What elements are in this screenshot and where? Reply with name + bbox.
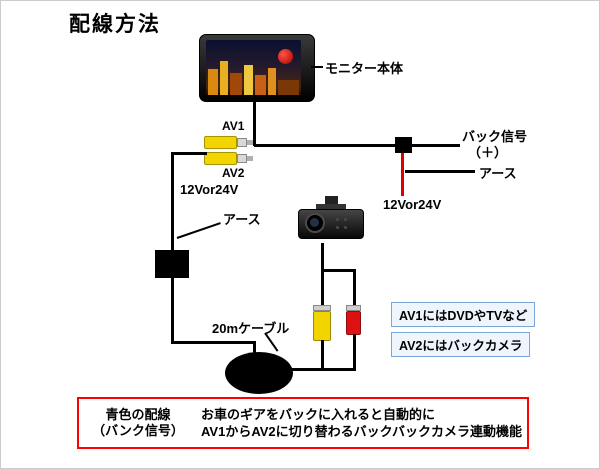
bottom-note-right: お車のギアをバックに入れると自動的に AV1からAV2に切り替わるバックバックカ… <box>197 406 527 440</box>
av2-label: AV2 <box>222 166 245 180</box>
bottom-note-left: 青色の配線 （バンク信号） <box>79 407 197 439</box>
left-ground-label: アース <box>223 212 261 227</box>
camera-bracket <box>325 196 338 205</box>
bottom-note-left-line1: 青色の配線 <box>105 407 171 422</box>
camera-video-connector <box>313 305 331 341</box>
monitor-screen <box>206 40 301 95</box>
av1-label: AV1 <box>222 119 245 133</box>
wire-to-yellow-plug <box>321 269 324 307</box>
wire-camera-split <box>321 269 356 272</box>
wire-red-plug-down <box>353 334 356 371</box>
screen-logo-icon <box>278 49 293 64</box>
junction-connector <box>395 137 412 153</box>
wire-av2-left <box>171 152 207 155</box>
wire-left-down-upper <box>171 152 174 250</box>
wire-left-down-lower <box>171 278 174 343</box>
wire-yellow-plug-down <box>321 340 324 371</box>
right-ground-label: アース <box>479 166 517 181</box>
camera-image <box>298 196 366 248</box>
camera-power-connector <box>346 305 361 335</box>
monitor-label: モニター本体 <box>325 61 404 76</box>
left-ground-pointer-line <box>176 222 221 239</box>
wire-av-to-junction <box>254 144 397 147</box>
wire-back-signal <box>412 144 460 147</box>
bottom-note-right-line1: お車のギアをバックに入れると自動的に <box>201 407 436 422</box>
fuse-box <box>155 250 189 278</box>
wire-right-power <box>401 153 404 196</box>
back-signal-label-line2: （＋） <box>468 145 508 160</box>
cable-label: 20mケーブル <box>212 321 290 336</box>
back-signal-label-line1: バック信号 <box>462 129 528 144</box>
wire-left-bottom <box>171 341 256 344</box>
wire-monitor-down <box>253 100 256 146</box>
left-power-label: 12Vor24V <box>180 182 239 197</box>
wire-camera-down <box>321 243 324 271</box>
bottom-note-box: 青色の配線 （バンク信号） お車のギアをバックに入れると自動的に AV1からAV… <box>77 397 529 449</box>
bottom-note-left-line2: （バンク信号） <box>92 423 184 438</box>
wire-right-ground <box>405 170 475 173</box>
right-power-label: 12Vor24V <box>383 197 442 212</box>
av2-connector <box>204 152 254 165</box>
av1-connector <box>204 136 254 149</box>
monitor-pointer-line <box>311 66 323 68</box>
bottom-note-right-line2: AV1からAV2に切り替わるバックバックカメラ連動機能 <box>201 424 522 439</box>
wire-to-red-plug <box>353 269 356 307</box>
monitor-image <box>199 34 315 102</box>
wire-into-coil <box>253 341 256 357</box>
wire-coil-right <box>291 368 356 371</box>
note-av1: AV1にはDVDやTVなど <box>391 302 536 327</box>
cable-coil <box>225 352 293 394</box>
diagram-title: 配線方法 <box>69 13 161 36</box>
note-av2: AV2にはバックカメラ <box>391 332 531 357</box>
